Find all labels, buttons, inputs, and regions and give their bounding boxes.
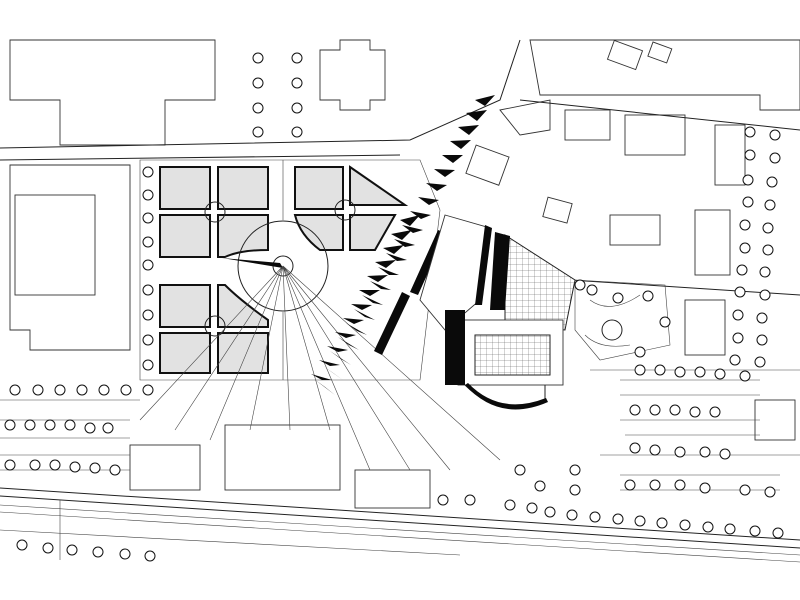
formal-garden	[139, 159, 441, 381]
parking-lots	[0, 379, 780, 491]
surrounding-buildings	[9, 39, 800, 509]
railway-tracks	[0, 487, 800, 563]
main-building	[419, 214, 576, 410]
tree-rows	[4, 52, 784, 562]
radiating-paths	[139, 265, 501, 471]
